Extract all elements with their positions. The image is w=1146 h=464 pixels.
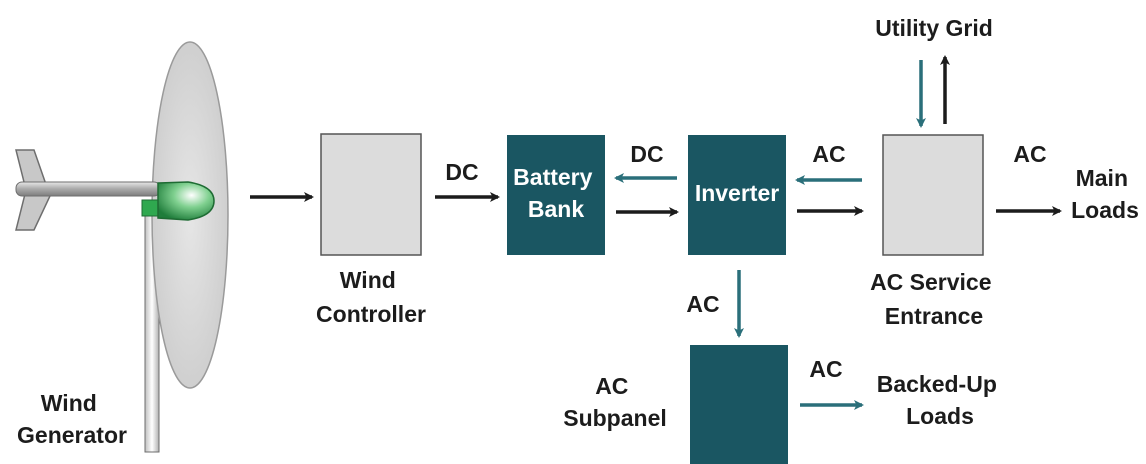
ac-subpanel-box	[690, 345, 788, 464]
tail-boom	[15, 181, 161, 197]
backed-up-loads-label: Backed-Up Loads	[877, 371, 1004, 429]
edge-label-inverter-battery: DC	[630, 141, 663, 167]
wind-controller-label: Wind Controller	[316, 267, 426, 327]
battery-bank-label: Battery Bank	[513, 164, 599, 222]
wind-controller-box	[320, 133, 422, 256]
ac-service-entrance-label: AC Service Entrance	[870, 269, 998, 329]
utility-grid-label: Utility Grid	[875, 15, 993, 41]
ac-subpanel-label: AC Subpanel	[563, 373, 667, 431]
edge-label-inverter-subpanel: AC	[686, 291, 719, 317]
nacelle-hub	[157, 181, 215, 221]
main-loads-label: Main Loads	[1071, 165, 1139, 223]
ac-service-entrance-box	[882, 134, 984, 256]
edge-label-subpanel-backed-up: AC	[809, 356, 842, 382]
edge-label-controller-battery: DC	[445, 159, 478, 185]
edge-label-service-inverter: AC	[812, 141, 845, 167]
wind-generator-label: Wind Generator	[17, 390, 127, 448]
wind-generator-graphic	[15, 41, 229, 453]
inverter-box	[688, 135, 786, 255]
edge-label-service-main-loads: AC	[1013, 141, 1046, 167]
inverter-label: Inverter	[695, 180, 779, 206]
battery-bank-box	[507, 135, 605, 255]
